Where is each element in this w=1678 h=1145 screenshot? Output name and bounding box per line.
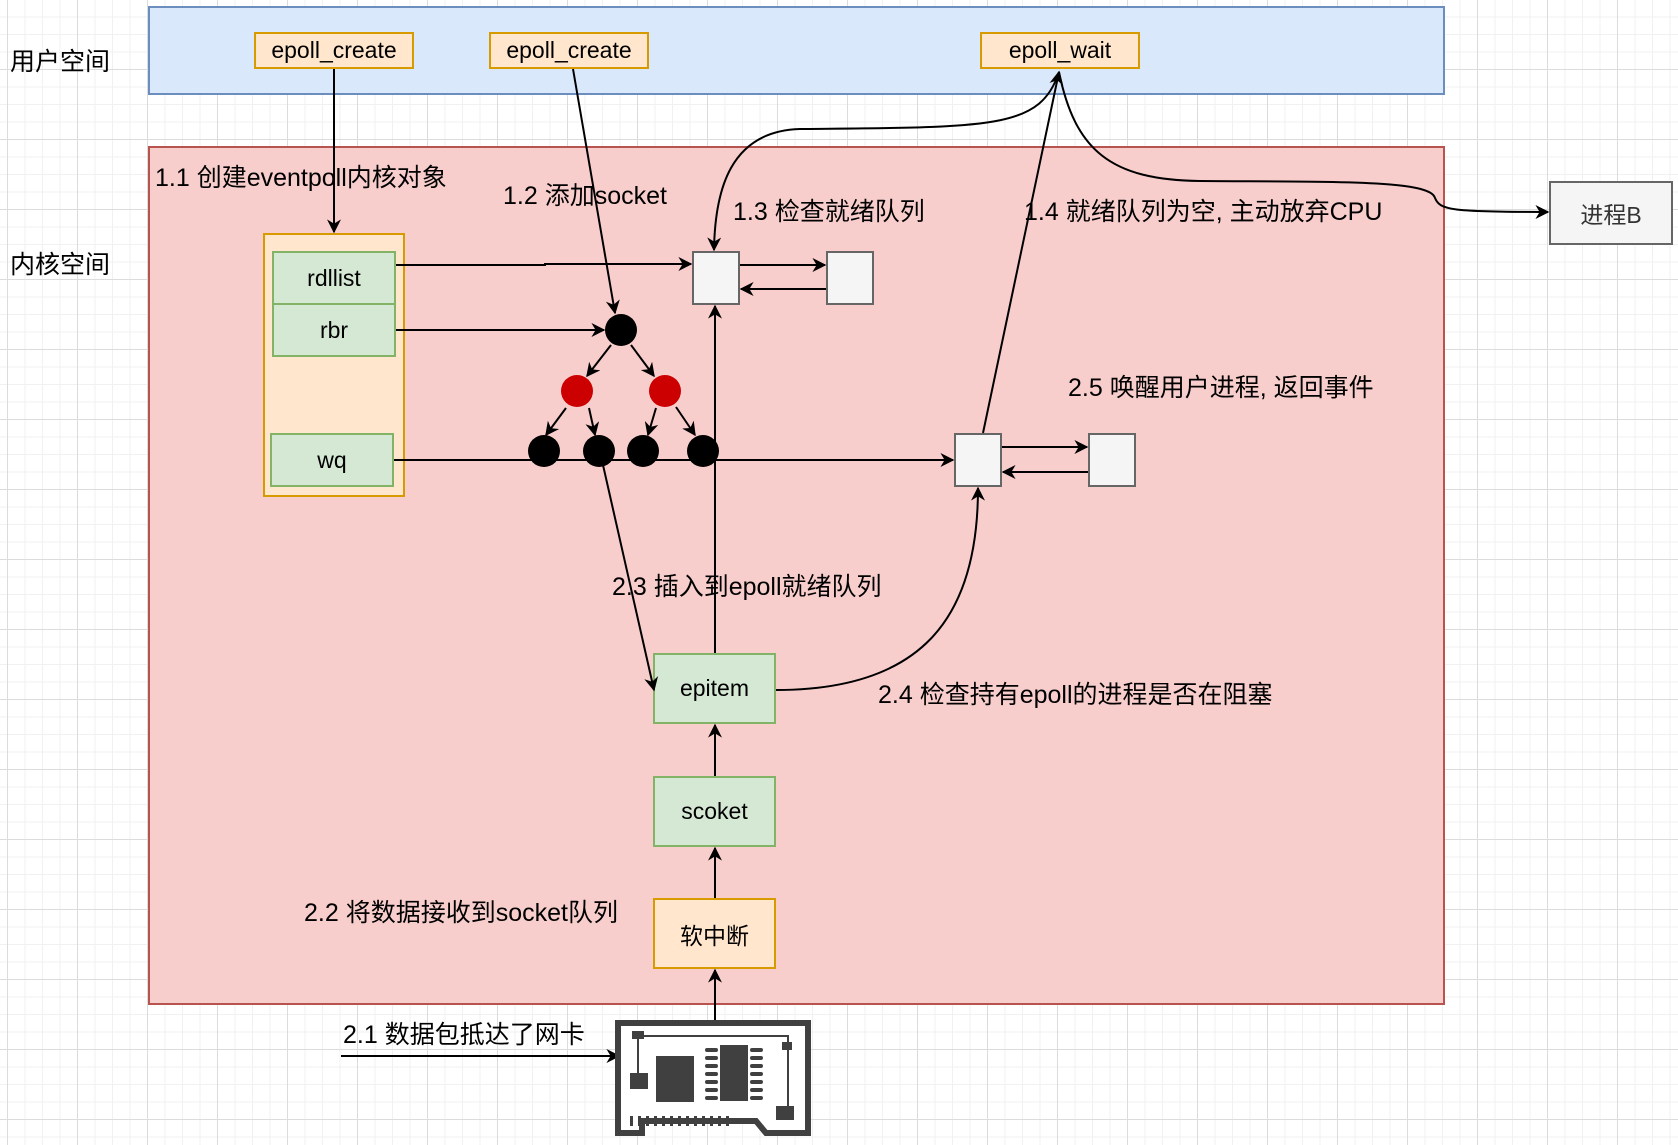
process-b-box[interactable]: 进程B bbox=[1549, 181, 1673, 245]
arrow-epoll-create-to-rbtree bbox=[572, 68, 620, 315]
rbr-field[interactable]: rbr bbox=[272, 303, 396, 357]
rbtree-red-node bbox=[561, 375, 593, 407]
rbtree-root-node bbox=[605, 314, 637, 346]
arrow-epoll-wait-to-process-b bbox=[1058, 71, 1550, 219]
tree-edge bbox=[545, 407, 567, 437]
rbtree-leaf-node bbox=[687, 435, 719, 467]
tree-edge bbox=[585, 407, 600, 437]
arrow-rbtree-to-epitem bbox=[602, 464, 659, 692]
tree-edge bbox=[644, 407, 659, 437]
ready-list-node-2[interactable] bbox=[826, 251, 874, 305]
wait-queue-node-2[interactable] bbox=[1088, 433, 1136, 487]
wait-queue-node-1[interactable] bbox=[954, 433, 1002, 487]
tree-edge bbox=[675, 406, 696, 437]
arrow-epitem-to-wait-queue bbox=[775, 486, 985, 691]
socket-box[interactable]: scoket bbox=[653, 776, 776, 847]
arrow-wakeup-to-epoll-wait bbox=[982, 70, 1064, 434]
softirq-box[interactable]: 软中断 bbox=[653, 898, 776, 969]
tree-edge bbox=[586, 344, 612, 378]
ready-list-node-1[interactable] bbox=[692, 251, 740, 305]
step-2-4-label: 2.4 检查持有epoll的进程是否在阻塞 bbox=[878, 681, 1273, 709]
epoll-create-box-1[interactable]: epoll_create bbox=[254, 32, 414, 69]
step-2-1-label: 2.1 数据包抵达了网卡 bbox=[343, 1021, 585, 1049]
arrow-rdllist-to-ready-list bbox=[396, 257, 693, 271]
rbtree-red-node bbox=[649, 375, 681, 407]
kernel-space-label: 内核空间 bbox=[10, 251, 111, 279]
step-1-4-label: 1.4 就绪队列为空, 主动放弃CPU bbox=[1024, 198, 1383, 226]
rbtree-leaf-node bbox=[528, 435, 560, 467]
epitem-box[interactable]: epitem bbox=[653, 653, 776, 724]
network-card-icon bbox=[615, 1020, 811, 1136]
step-1-1-label: 1.1 创建eventpoll内核对象 bbox=[155, 164, 447, 192]
step-1-2-label: 1.2 添加socket bbox=[503, 182, 667, 210]
rbtree-leaf-node bbox=[583, 435, 615, 467]
step-2-5-label: 2.5 唤醒用户进程, 返回事件 bbox=[1068, 374, 1374, 402]
step-2-2-label: 2.2 将数据接收到socket队列 bbox=[304, 899, 618, 927]
wq-field[interactable]: wq bbox=[270, 433, 394, 487]
epoll-create-box-2[interactable]: epoll_create bbox=[489, 32, 649, 69]
arrow-epoll-wait-check-ready bbox=[707, 71, 1060, 252]
step-1-3-label: 1.3 检查就绪队列 bbox=[733, 198, 925, 226]
rbtree-leaf-node bbox=[627, 435, 659, 467]
tree-edge bbox=[630, 344, 655, 378]
step-2-3-label: 2.3 插入到epoll就绪队列 bbox=[612, 573, 882, 601]
user-space-label: 用户空间 bbox=[10, 48, 111, 76]
epoll-wait-box[interactable]: epoll_wait bbox=[980, 32, 1140, 69]
